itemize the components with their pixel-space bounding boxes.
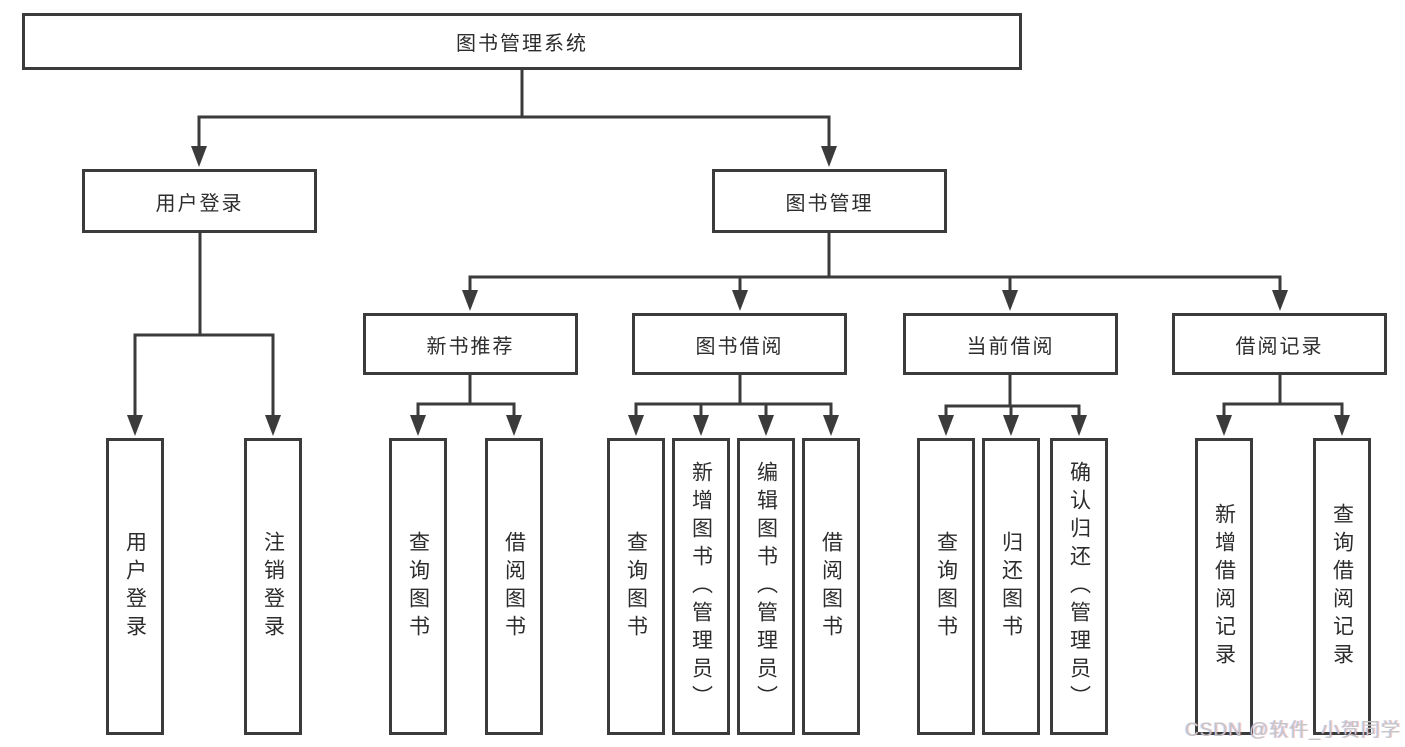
leaf-return-books-label: 归还图书	[999, 530, 1023, 643]
leaf-borrowing-query-books-label: 查询图书	[624, 530, 648, 643]
node-book-borrowing: 图书借阅	[632, 313, 847, 375]
leaf-add-books-admin: 新增图书（管理员）	[672, 438, 730, 735]
leaf-current-query-books: 查询图书	[917, 438, 975, 735]
node-new-book-recommend: 新书推荐	[363, 313, 578, 375]
node-new-book-recommend-label: 新书推荐	[426, 335, 515, 358]
node-borrowing-records-label: 借阅记录	[1235, 335, 1324, 358]
leaf-user-login: 用户登录	[106, 438, 164, 735]
leaf-add-borrow-record-label: 新增借阅记录	[1212, 502, 1236, 671]
leaf-return-books: 归还图书	[982, 438, 1040, 735]
leaf-current-query-books-label: 查询图书	[934, 530, 958, 643]
leaf-recommend-borrow-books: 借阅图书	[485, 438, 543, 735]
leaf-edit-books-admin: 编辑图书（管理员）	[737, 438, 795, 735]
leaf-edit-books-admin-label: 编辑图书（管理员）	[754, 460, 778, 713]
node-book-management-label: 图书管理	[785, 192, 874, 215]
leaf-confirm-return-admin-label: 确认归还（管理员）	[1067, 460, 1091, 713]
leaf-logout-label: 注销登录	[261, 530, 285, 643]
leaf-borrowing-query-books: 查询图书	[607, 438, 665, 735]
leaf-add-books-admin-label: 新增图书（管理员）	[689, 460, 713, 713]
node-current-borrowing: 当前借阅	[903, 313, 1118, 375]
node-current-borrowing-label: 当前借阅	[966, 335, 1055, 358]
leaf-query-borrow-record-label: 查询借阅记录	[1330, 502, 1354, 671]
node-borrowing-records: 借阅记录	[1172, 313, 1387, 375]
node-user-login-group-label: 用户登录	[155, 192, 244, 215]
leaf-borrowing-borrow-books-label: 借阅图书	[819, 530, 843, 643]
leaf-query-borrow-record: 查询借阅记录	[1313, 438, 1371, 735]
leaf-recommend-borrow-books-label: 借阅图书	[502, 530, 526, 643]
leaf-add-borrow-record: 新增借阅记录	[1195, 438, 1253, 735]
node-root: 图书管理系统	[22, 13, 1022, 70]
leaf-logout: 注销登录	[244, 438, 302, 735]
node-book-borrowing-label: 图书借阅	[695, 335, 784, 358]
node-book-management: 图书管理	[712, 169, 947, 233]
leaf-recommend-query-books: 查询图书	[389, 438, 447, 735]
csdn-watermark: CSDN @软件_小贺同学	[1185, 720, 1401, 741]
node-user-login-group: 用户登录	[82, 169, 317, 233]
node-root-label: 图书管理系统	[456, 33, 588, 55]
leaf-user-login-label: 用户登录	[123, 530, 147, 643]
leaf-recommend-query-books-label: 查询图书	[406, 530, 430, 643]
leaf-borrowing-borrow-books: 借阅图书	[802, 438, 860, 735]
arrowhead-icons	[127, 146, 1350, 436]
leaf-confirm-return-admin: 确认归还（管理员）	[1050, 438, 1108, 735]
